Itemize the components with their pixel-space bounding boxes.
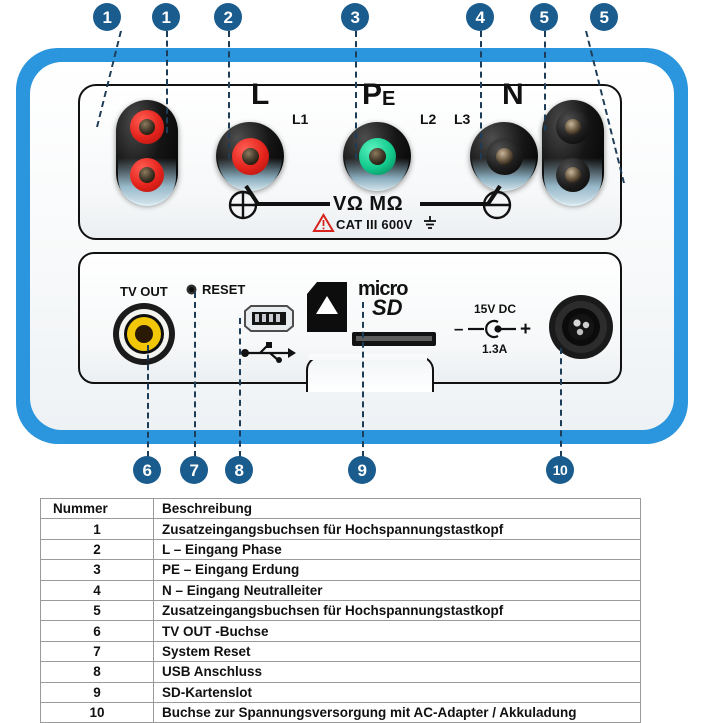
range-label: VΩ MΩ [333,193,404,215]
aux-socket-left-top[interactable] [130,110,164,144]
callout-leader-line [239,318,241,457]
tv-out-label: TV OUT [120,284,168,299]
callout-badge-1: 1 [152,3,180,31]
svg-text:–: – [454,319,463,338]
aux-socket-right-bottom[interactable] [556,158,590,192]
pe-label-p: P [362,78,383,111]
reset-label: RESET [202,282,246,297]
aux-socket-left-bottom[interactable] [130,158,164,192]
l2-label: L2 [420,111,437,127]
device-body: L L1 P E L2 N L3 VΩ MΩ [16,48,688,444]
cell-beschreibung: TV OUT -Buchse [153,620,641,642]
cell-nummer: 9 [40,681,154,703]
callout-badge-1: 1 [93,3,121,31]
header-beschreibung: Beschreibung [153,497,641,520]
cell-nummer: 1 [40,518,154,540]
tv-out-rca-jack[interactable] [112,302,176,366]
callout-leader-line [362,302,364,457]
io-panel-notch-mask [309,354,427,360]
cell-nummer: 4 [40,579,154,601]
table-header-row: Nummer Beschreibung [40,497,641,520]
cell-beschreibung: L – Eingang Phase [153,538,641,561]
cell-beschreibung: System Reset [153,640,641,663]
usb-port[interactable] [239,304,299,334]
callout-badge-8: 8 [225,456,253,484]
device-front-face: L L1 P E L2 N L3 VΩ MΩ [30,62,674,430]
callout-leader-line [544,31,546,131]
cell-nummer: 6 [40,620,154,642]
cell-beschreibung: SD-Kartenslot [153,681,641,703]
n-terminal-socket[interactable] [486,138,523,175]
callout-leader-line [560,348,562,457]
power-voltage-label: 15V DC [474,302,517,316]
cell-nummer: 3 [40,559,154,581]
callout-badge-6: 6 [133,456,161,484]
l1-label: L1 [292,111,309,127]
l-terminal-socket[interactable] [232,138,269,175]
l-label: L [251,78,270,111]
cell-beschreibung: N – Eingang Neutralleiter [153,579,641,601]
callout-badge-10: 10 [546,456,574,484]
polarity-icon: – + [454,319,531,340]
sd-card-icon [307,282,347,332]
io-panel-notch [306,356,434,392]
cell-nummer: 8 [40,661,154,683]
cell-beschreibung: Zusatzeingangsbuchsen für Hochspannungst… [153,599,641,622]
callout-leader-line [147,345,149,457]
callout-leader-line [355,31,357,159]
svg-text:+: + [520,319,531,340]
callout-badge-5: 5 [530,3,558,31]
callout-badge-9: 9 [348,456,376,484]
cell-nummer: 7 [40,640,154,663]
cell-beschreibung: USB Anschluss [153,661,641,683]
microsd-logo: micro SD [358,278,408,320]
header-nummer: Nummer [40,497,154,520]
aux-socket-right-top[interactable] [556,110,590,144]
pe-label-e: E [382,88,396,110]
earth-ground-icon [228,190,258,220]
microsd-sd-text: SD [372,295,403,320]
callout-leader-line [228,31,230,159]
callout-leader-line [166,31,168,133]
callout-badge-2: 2 [214,3,242,31]
callout-leader-line [194,292,196,457]
microsd-micro-text: micro [358,278,408,300]
callout-badge-7: 7 [180,456,208,484]
cat-rating-label: CAT III 600V [336,217,413,232]
callout-badge-3: 3 [341,3,369,31]
sd-card-slot[interactable] [352,332,436,346]
usb-icon [241,342,296,363]
l3-label: L3 [454,111,471,127]
dc-power-jack[interactable] [548,294,614,360]
cell-beschreibung: PE – Eingang Erdung [153,559,641,581]
callout-leader-line [480,31,482,159]
n-label: N [502,78,524,111]
pe-terminal-socket[interactable] [359,138,396,175]
neutral-ground-icon [482,190,512,220]
callout-badge-4: 4 [466,3,494,31]
protective-earth-icon [424,216,436,229]
warning-triangle-icon [312,213,335,232]
power-current-label: 1.3A [482,342,508,356]
cell-beschreibung: Zusatzeingangsbuchsen für Hochspannungst… [153,518,641,540]
callout-badge-5: 5 [590,3,618,31]
cell-nummer: 2 [40,538,154,561]
cell-nummer: 5 [40,599,154,622]
